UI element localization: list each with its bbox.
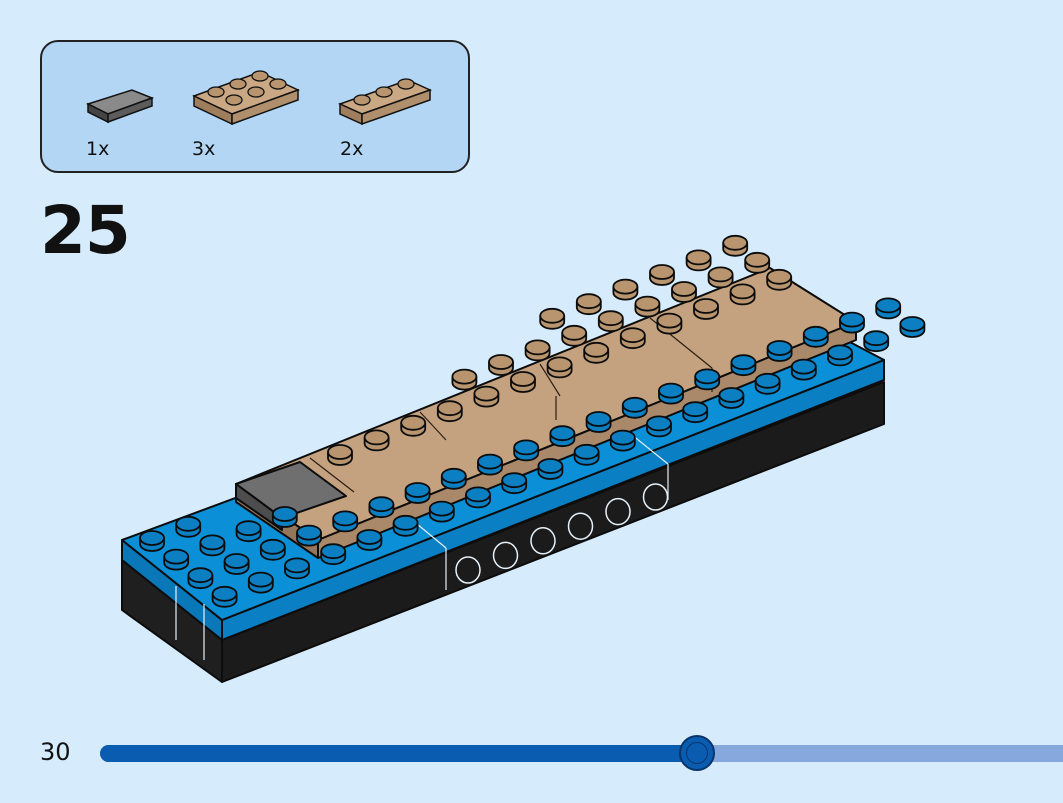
blue-stud [284,557,310,574]
tan-plate-1x3-icon [338,76,434,126]
blue-stud [839,311,865,328]
blue-stud [223,553,250,569]
tan-stud [649,264,675,280]
progress-bar-fill [100,745,698,762]
blue-stud [320,543,347,560]
tan-stud [539,307,566,324]
blue-stud [863,330,890,347]
blue-stud [259,538,286,555]
blue-stud [549,425,576,442]
step-number: 25 [40,192,131,269]
tan-stud [729,283,756,300]
tan-stud [451,368,478,385]
blue-stud [356,529,383,545]
blue-stud [175,515,202,532]
blue-stud [163,548,190,565]
blue-stud [247,571,274,588]
blue-stud [573,443,600,460]
blue-stud [585,411,612,427]
blue-stud [368,496,395,513]
blue-stud [875,297,902,314]
blue-stud [139,530,165,546]
blue-stud [646,415,672,432]
part-quantity: 3x [192,138,216,160]
tan-stud [327,444,353,460]
tan-stud [766,268,793,285]
progress-bar-track [100,745,1063,762]
blue-stud [694,368,721,385]
blue-stud [465,486,491,503]
progress-knob[interactable] [679,735,716,771]
tan-stud [619,327,646,344]
tan-stud [634,295,661,312]
tan-stud [473,385,500,402]
part-quantity: 2x [340,138,364,160]
part-quantity: 1x [86,138,110,160]
tan-stud [510,371,536,387]
tan-stud [575,293,602,310]
tan-stud [671,281,697,297]
blue-stud [766,340,793,356]
blue-stud [404,482,431,498]
blue-stud [790,358,817,375]
tan-stud [693,298,719,314]
blue-stud [730,354,757,371]
blue-stud [440,467,467,484]
blue-stud [296,524,322,541]
side-stud [492,541,519,570]
blue-stud [392,514,419,531]
blue-stud [682,401,709,418]
tan-stud [656,312,683,329]
side-stud [455,556,481,584]
side-stud [530,527,556,555]
blue-stud [513,439,540,456]
tan-stud [488,354,514,370]
blue-stud [199,534,226,551]
tan-stud [744,251,771,268]
blue-stud [754,372,781,389]
blue-stud [332,510,359,527]
tan-stud [561,324,588,341]
tan-stud [546,356,573,373]
blue-stud [827,344,853,361]
dark-grey-tile-icon [86,86,156,126]
blue-stud [658,382,684,399]
tan-stud [363,429,390,446]
blue-stud [501,472,528,489]
tan-plate-2x3-icon [192,62,302,128]
blue-stud [211,585,238,602]
blue-stud [235,520,262,537]
blue-stud [609,429,636,446]
tan-stud [583,341,610,358]
tan-stud [707,266,734,283]
blue-stud [718,387,745,403]
blue-stud [621,396,648,413]
tan-stud [436,400,463,417]
blue-stud [428,500,455,517]
parts-callout: 1x 3x 2x [40,40,470,173]
blue-stud [477,453,503,470]
blue-stud [187,567,214,584]
blue-stud [537,458,564,474]
tan-stud [722,234,749,251]
side-stud [642,483,669,511]
page-number: 30 [40,738,71,766]
tan-stud [400,414,427,431]
tan-stud [685,249,712,266]
tan-stud [612,278,639,295]
side-stud [567,512,594,540]
side-stud [605,497,631,526]
blue-stud [899,316,926,332]
tan-stud [524,339,551,356]
tan-stud [597,310,624,327]
blue-stud [271,506,298,522]
blue-stud [802,325,829,342]
